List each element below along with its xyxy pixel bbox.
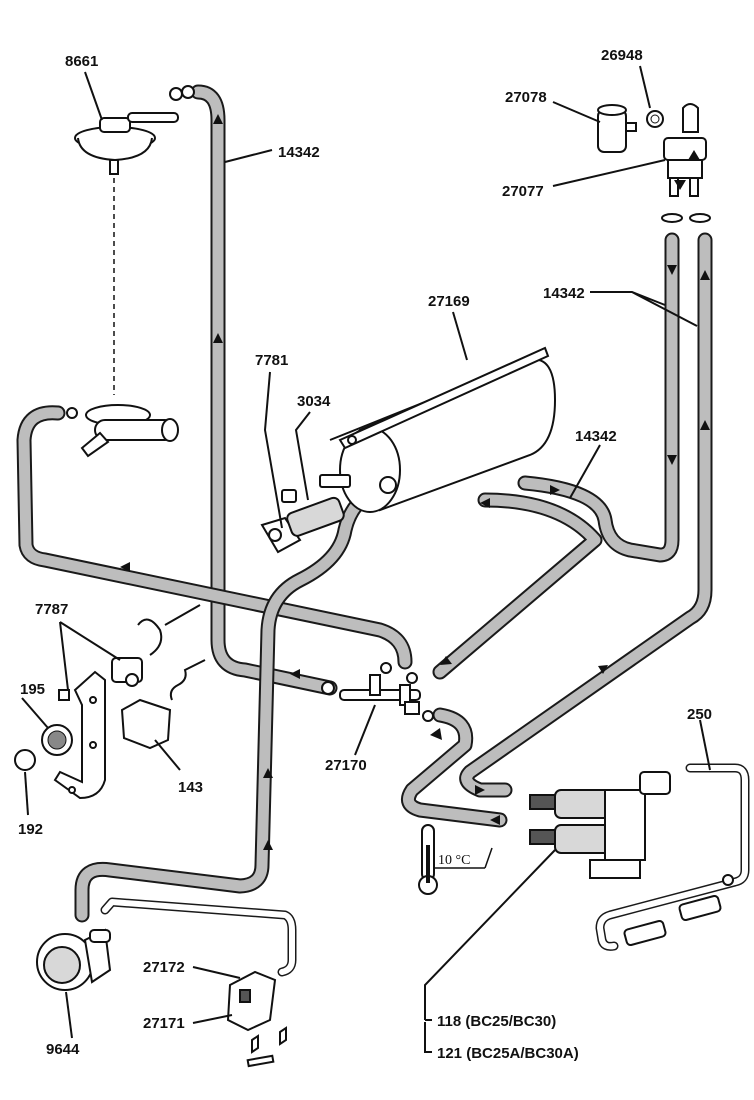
arrow-icon bbox=[440, 656, 452, 665]
label-27078: 27078 bbox=[505, 89, 547, 106]
label-27170: 27170 bbox=[325, 757, 367, 774]
label-27169: 27169 bbox=[428, 293, 470, 310]
knob-icon bbox=[41, 689, 73, 756]
relay-block-icon bbox=[226, 970, 287, 1068]
arrow-icon bbox=[700, 420, 710, 430]
tee-fitting-icon bbox=[321, 662, 434, 722]
arrow-icon bbox=[598, 665, 608, 674]
label-27077: 27077 bbox=[502, 183, 544, 200]
clamp-icon bbox=[181, 85, 195, 99]
cap-icon bbox=[14, 749, 36, 771]
arrow-icon bbox=[550, 485, 560, 495]
arrow-icon bbox=[263, 768, 273, 778]
arrow-icon bbox=[700, 270, 710, 280]
label-192: 192 bbox=[18, 821, 43, 838]
relay-icon bbox=[120, 659, 206, 750]
thermometer-reading: 10 °C bbox=[438, 853, 470, 868]
vacuum-valve-icon bbox=[74, 112, 179, 175]
arrow-icon bbox=[490, 815, 500, 825]
flow-arrows bbox=[120, 114, 710, 850]
label-195: 195 bbox=[20, 681, 45, 698]
label-14342-c: 14342 bbox=[575, 428, 617, 445]
vacuum-fitting-icon bbox=[66, 404, 179, 458]
heater-tank-icon bbox=[319, 346, 557, 513]
label-14342-b: 14342 bbox=[543, 285, 585, 302]
arrow-icon bbox=[263, 840, 273, 850]
label-9644: 9644 bbox=[46, 1041, 80, 1058]
arrow-icon bbox=[290, 669, 300, 679]
label-8661: 8661 bbox=[65, 53, 98, 70]
pump-icon bbox=[36, 928, 112, 991]
part-labels: 8661 14342 26948 27078 27077 14342 27169… bbox=[18, 47, 712, 1062]
arrow-icon bbox=[430, 728, 442, 740]
arrow-icon bbox=[480, 498, 490, 508]
label-121: 121 (BC25A/BC30A) bbox=[437, 1045, 579, 1062]
arrow-icon bbox=[667, 265, 677, 275]
arrow-icon bbox=[667, 455, 677, 465]
label-7781: 7781 bbox=[255, 352, 288, 369]
arrow-icon bbox=[475, 785, 485, 795]
solenoid-valve-icon bbox=[529, 771, 734, 947]
label-3034: 3034 bbox=[297, 393, 331, 410]
flange-icon bbox=[260, 489, 345, 554]
arrow-icon bbox=[213, 114, 223, 124]
label-27172: 27172 bbox=[143, 959, 185, 976]
clamp-icon bbox=[169, 87, 183, 101]
arrow-icon bbox=[120, 562, 130, 572]
label-14342-a: 14342 bbox=[278, 144, 320, 161]
arrow-icon bbox=[213, 333, 223, 343]
label-143: 143 bbox=[178, 779, 203, 796]
hose-network bbox=[16, 84, 750, 977]
label-26948: 26948 bbox=[601, 47, 643, 64]
pressure-switch-icon bbox=[597, 103, 711, 223]
label-7787: 7787 bbox=[35, 601, 68, 618]
switch-icon bbox=[111, 604, 201, 687]
thermometer-icon bbox=[418, 824, 493, 895]
label-250: 250 bbox=[687, 706, 712, 723]
label-118: 118 (BC25/BC30) bbox=[437, 1013, 556, 1030]
label-27171: 27171 bbox=[143, 1015, 185, 1032]
leader-lines bbox=[21, 65, 711, 1053]
